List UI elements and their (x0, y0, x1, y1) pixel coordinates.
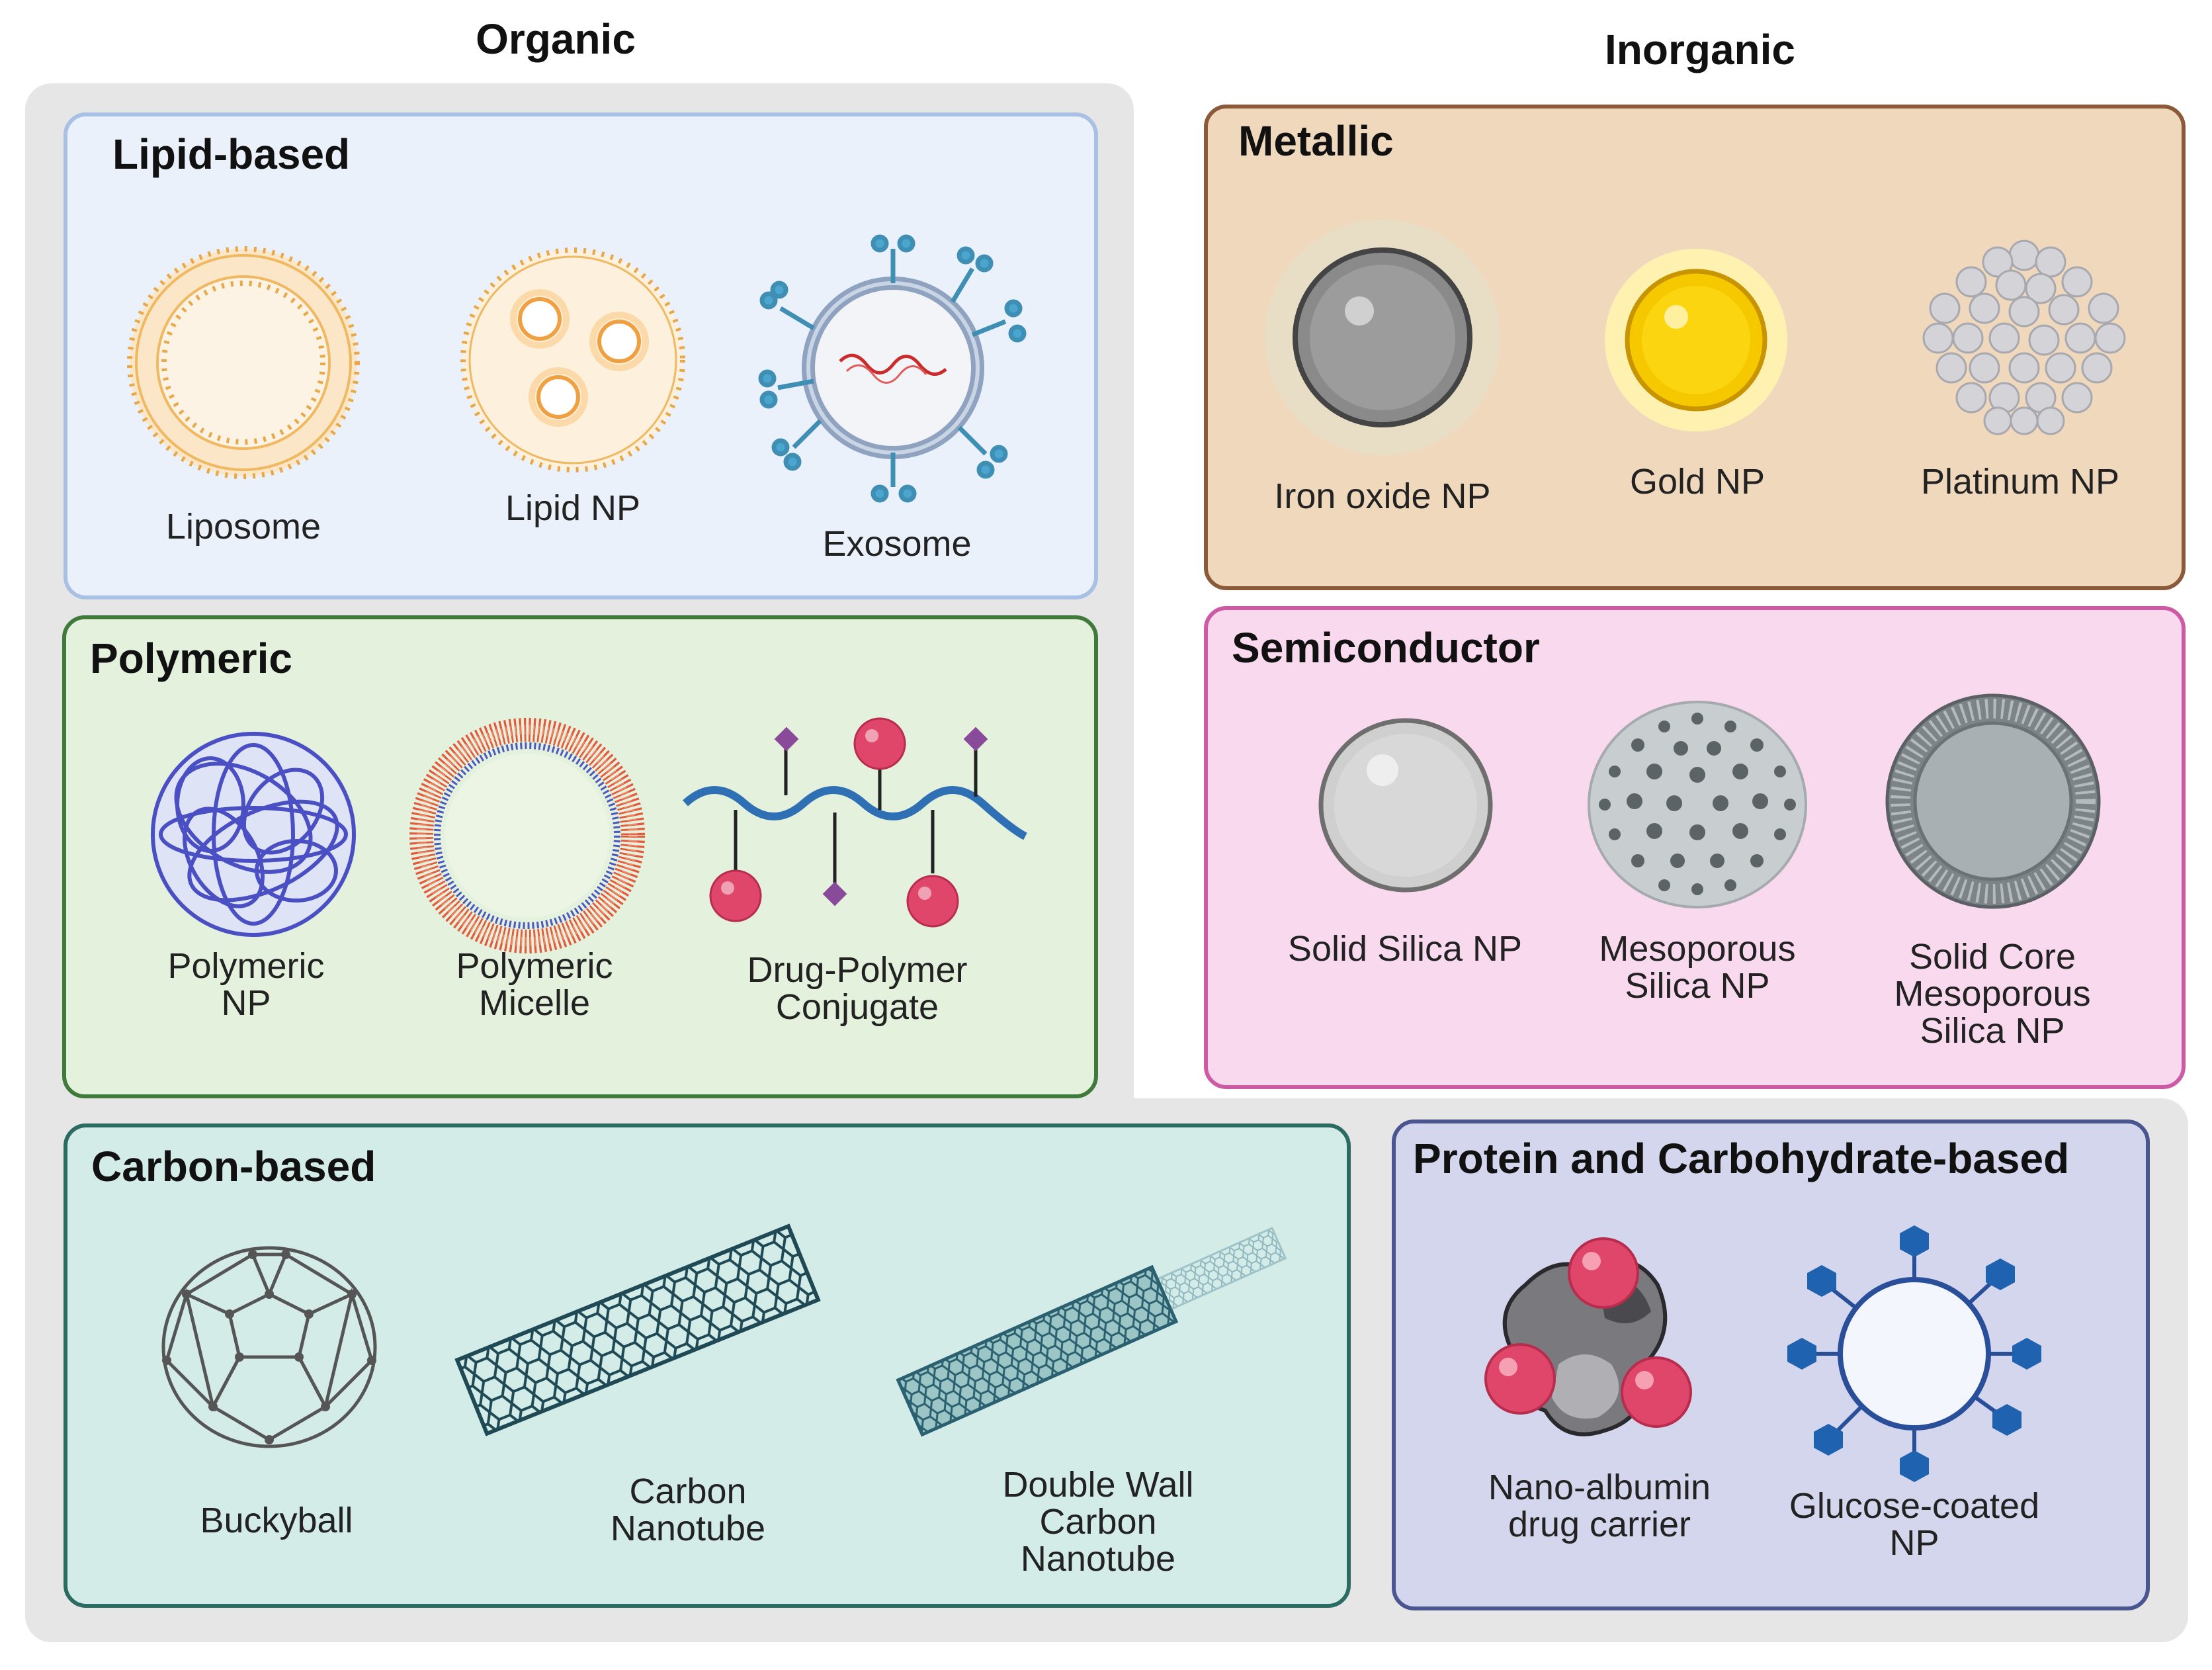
polymeric-np-label-line1: Polymeric (167, 946, 325, 986)
nano-albumin-label-line1: Nano-albumin (1488, 1468, 1711, 1507)
metallic-title: Metallic (1238, 117, 1394, 165)
exosome-icon (758, 234, 1027, 503)
iron-oxide-np-label: Iron oxide NP (1274, 476, 1491, 516)
protein-carbohydrate-title: Protein and Carbohydrate-based (1413, 1135, 2070, 1182)
exosome-label: Exosome (822, 524, 972, 564)
platinum-np-label: Platinum NP (1920, 462, 2120, 502)
carbon-nanotube-label: Carbon Nanotube (556, 1473, 820, 1547)
drug-polymer-conjugate-label-line2: Conjugate (775, 987, 939, 1027)
double-wall-carbon-nanotube-icon (896, 1227, 1287, 1437)
mesoporous-silica-np-label: Mesoporous Silica NP (1565, 930, 1830, 1004)
solid-core-label-line3: Silica NP (1920, 1011, 2065, 1051)
nano-albumin-drug-carrier-label: Nano-albumin drug carrier (1467, 1469, 1732, 1543)
polymeric-micelle-label-line1: Polymeric (456, 946, 613, 986)
carbon-nanotube-label-line1: Carbon (629, 1472, 747, 1511)
carbon-based-title: Carbon-based (91, 1143, 376, 1190)
solid-silica-np-label: Solid Silica NP (1273, 930, 1537, 967)
iron-oxide-np-icon (1265, 220, 1500, 455)
buckyball-icon (161, 1246, 377, 1448)
buckyball-label-line1: Buckyball (200, 1501, 353, 1540)
liposome-icon (127, 246, 360, 479)
polymeric-micelle-icon (409, 718, 645, 953)
polymeric-micelle-label-line2: Micelle (478, 983, 591, 1023)
platinum-np-icon (1922, 240, 2126, 435)
double-wall-label-line1: Double Wall (1002, 1465, 1194, 1505)
inorganic-heading: Inorganic (1604, 26, 1796, 73)
solid-core-label-line2: Mesoporous (1894, 974, 2091, 1014)
solid-core-label-line1: Solid Core (1908, 937, 2076, 977)
polymeric-np-label: Polymeric NP (114, 947, 378, 1022)
buckyball-label: Buckyball (144, 1502, 409, 1539)
drug-polymer-conjugate-icon (682, 717, 1027, 928)
mesoporous-silica-np-label-line2: Silica NP (1625, 966, 1770, 1006)
lipid-np-icon (460, 247, 685, 472)
nano-albumin-drug-carrier-icon (1484, 1237, 1692, 1436)
glucose-coated-label-line1: Glucose-coated (1789, 1486, 2040, 1526)
drug-polymer-conjugate-label: Drug-Polymer Conjugate (725, 951, 990, 1026)
carbon-based-panel (64, 1123, 1351, 1608)
polymeric-np-label-line2: NP (221, 983, 271, 1023)
carbon-nanotube-label-line2: Nanotube (610, 1509, 766, 1548)
glucose-coated-np-icon (1787, 1225, 2041, 1482)
solid-core-mesoporous-silica-np-label: Solid Core Mesoporous Silica NP (1860, 938, 2125, 1049)
polymeric-title: Polymeric (90, 635, 292, 682)
glucose-coated-np-label: Glucose-coated NP (1782, 1487, 2047, 1561)
solid-silica-np-label-line1: Solid Silica NP (1287, 929, 1523, 969)
double-wall-carbon-nanotube-label: Double Wall Carbon Nanotube (966, 1466, 1230, 1577)
double-wall-label-line3: Nanotube (1020, 1539, 1176, 1579)
solid-silica-np-icon (1318, 718, 1493, 893)
nano-albumin-label-line2: drug carrier (1508, 1505, 1691, 1544)
mesoporous-silica-np-label-line1: Mesoporous (1599, 929, 1796, 969)
solid-core-mesoporous-silica-np-icon (1885, 693, 2101, 909)
mesoporous-silica-np-icon (1588, 701, 1807, 908)
polymeric-np-icon (151, 732, 356, 937)
double-wall-label-line2: Carbon (1039, 1502, 1157, 1542)
semiconductor-title: Semiconductor (1232, 624, 1540, 672)
organic-heading: Organic (476, 15, 636, 63)
gold-np-label: Gold NP (1629, 462, 1765, 502)
carbon-nanotube-icon (454, 1223, 821, 1436)
lipid-np-label: Lipid NP (505, 488, 641, 528)
polymeric-micelle-label: Polymeric Micelle (402, 947, 667, 1022)
gold-np-icon (1605, 249, 1787, 431)
glucose-coated-label-line2: NP (1889, 1523, 1939, 1563)
lipid-based-title: Lipid-based (112, 130, 351, 178)
liposome-label: Liposome (165, 507, 321, 547)
drug-polymer-conjugate-label-line1: Drug-Polymer (747, 950, 968, 990)
